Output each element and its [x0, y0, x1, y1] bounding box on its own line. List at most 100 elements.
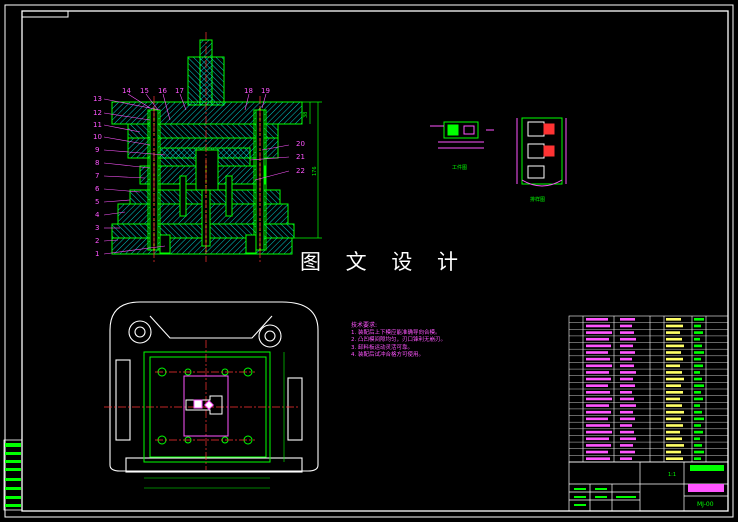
- callout-13: 13: [93, 95, 102, 103]
- bom-row-entry: [694, 404, 700, 407]
- bom-row-entry: [666, 404, 682, 407]
- callout-16: 16: [158, 87, 167, 95]
- watermark: 图 文 设 计: [300, 250, 468, 274]
- bom-row-entry: [666, 357, 683, 361]
- callout-18: 18: [244, 87, 253, 95]
- bom-row-entry: [586, 384, 608, 387]
- bom-row-entry: [666, 391, 683, 394]
- callout-15: 15: [140, 87, 149, 95]
- bom-row-entry: [666, 364, 680, 368]
- strip-layout-caption: 排样图: [530, 196, 545, 203]
- outer-frame: [4, 4, 734, 518]
- bom-row-entry: [620, 430, 634, 434]
- callout-22: 22: [296, 167, 305, 175]
- workpiece-view: [430, 121, 494, 149]
- left-tag-strip: [3, 439, 23, 511]
- bom-row-entry: [694, 351, 704, 354]
- bom-row-entry: [694, 410, 702, 414]
- corner-tag-box: [21, 10, 69, 18]
- callout-12: 12: [93, 109, 102, 117]
- bom-row-entry: [694, 377, 702, 381]
- bom-row-entry: [586, 364, 612, 368]
- bom-row-entry: [666, 344, 684, 348]
- note-item: 1. 装配后上下模应能准确导向合模。: [351, 329, 441, 336]
- scale-note: 1:1: [668, 472, 676, 478]
- bom-row-entry: [666, 457, 683, 460]
- title-block: [568, 461, 729, 512]
- callout-11: 11: [93, 121, 102, 129]
- bom-row-entry: [694, 371, 700, 374]
- bom-row-entry: [620, 410, 633, 414]
- bom-row-entry: [666, 337, 682, 341]
- bom-row-entry: [694, 384, 704, 387]
- callout-3: 3: [95, 224, 99, 232]
- dim-height-label: 176: [312, 166, 318, 176]
- callout-2: 2: [95, 237, 99, 245]
- bom-row-entry: [586, 337, 609, 341]
- bom-row-entry: [666, 424, 683, 427]
- callout-14: 14: [122, 87, 131, 95]
- bom-row-entry: [586, 344, 611, 348]
- plan-view-dimensions: [144, 352, 285, 489]
- bom-row-entry: [586, 444, 611, 447]
- bom-row-entry: [694, 457, 701, 460]
- note-item: 4. 装配后试冲合格方可使用。: [351, 352, 424, 359]
- bom-row-entry: [694, 364, 703, 368]
- bom-row-entry: [666, 377, 684, 381]
- bom-row-entry: [586, 410, 611, 414]
- bom-row-entry: [586, 404, 609, 407]
- dim-top-label: 38: [303, 112, 309, 118]
- bom-row-entry: [666, 444, 684, 447]
- callout-1: 1: [95, 250, 99, 258]
- bom-row-entry: [586, 377, 611, 381]
- bom-row-entry: [586, 417, 608, 421]
- drawing-number: MJ-00: [697, 501, 714, 508]
- bom-row-entry: [666, 384, 681, 387]
- callout-8: 8: [95, 159, 99, 167]
- bom-row-entry: [620, 391, 632, 394]
- bom-row-entry: [694, 430, 703, 434]
- callout-4: 4: [95, 211, 100, 219]
- note-item: 2. 凸凹模间隙均匀，刃口锋利无崩刃。: [351, 337, 446, 344]
- bom-row-entry: [694, 357, 701, 361]
- strip-layout-view: [516, 117, 567, 187]
- inner-frame: [21, 10, 729, 512]
- bom-row-entry: [586, 324, 610, 328]
- bom-row-entry: [694, 331, 703, 334]
- callout-21: 21: [296, 153, 305, 161]
- bom-row-entry: [666, 430, 680, 434]
- bom-row-entry: [666, 417, 681, 421]
- bom-row-entry: [694, 344, 702, 348]
- callout-5: 5: [95, 198, 99, 206]
- callout-labels: 13 12 11 10 9 8 7 6 5 4 3 2 1 14 15 16 1…: [93, 87, 305, 258]
- bom-row-entry: [620, 344, 633, 348]
- bom-row-entry: [694, 337, 700, 341]
- callout-6: 6: [95, 185, 100, 193]
- callout-leaders: [103, 93, 290, 255]
- note-item: 3. 卸料板运动灵活可靠。: [351, 344, 413, 351]
- bom-row-entry: [586, 450, 608, 454]
- bom-row-entry: [694, 397, 703, 401]
- bom-row-entry: [694, 450, 704, 454]
- bom-row-entry: [694, 417, 704, 421]
- bom-row-entry: [586, 351, 608, 354]
- bom-row-entry: [586, 318, 608, 321]
- bom-row-entry: [666, 331, 680, 334]
- bom-row-entry: [620, 331, 634, 334]
- main-section-view: [111, 39, 303, 255]
- bom-row-entry: [694, 391, 701, 394]
- bom-row-entry: [620, 450, 635, 454]
- bom-row-entry: [620, 324, 632, 328]
- bom-row-entry: [620, 377, 633, 381]
- callout-9: 9: [95, 146, 99, 154]
- bom-row-entry: [620, 437, 636, 441]
- bom-row-entry: [620, 371, 636, 374]
- bom-row-entry: [694, 318, 704, 321]
- bom-row-entry: [666, 397, 680, 401]
- bom-row-entry: [666, 437, 682, 441]
- notes-title: 技术要求:: [351, 322, 378, 329]
- bom-row-entry: [666, 450, 681, 454]
- bom-row-entry: [694, 324, 701, 328]
- bom-row-entry: [694, 424, 701, 427]
